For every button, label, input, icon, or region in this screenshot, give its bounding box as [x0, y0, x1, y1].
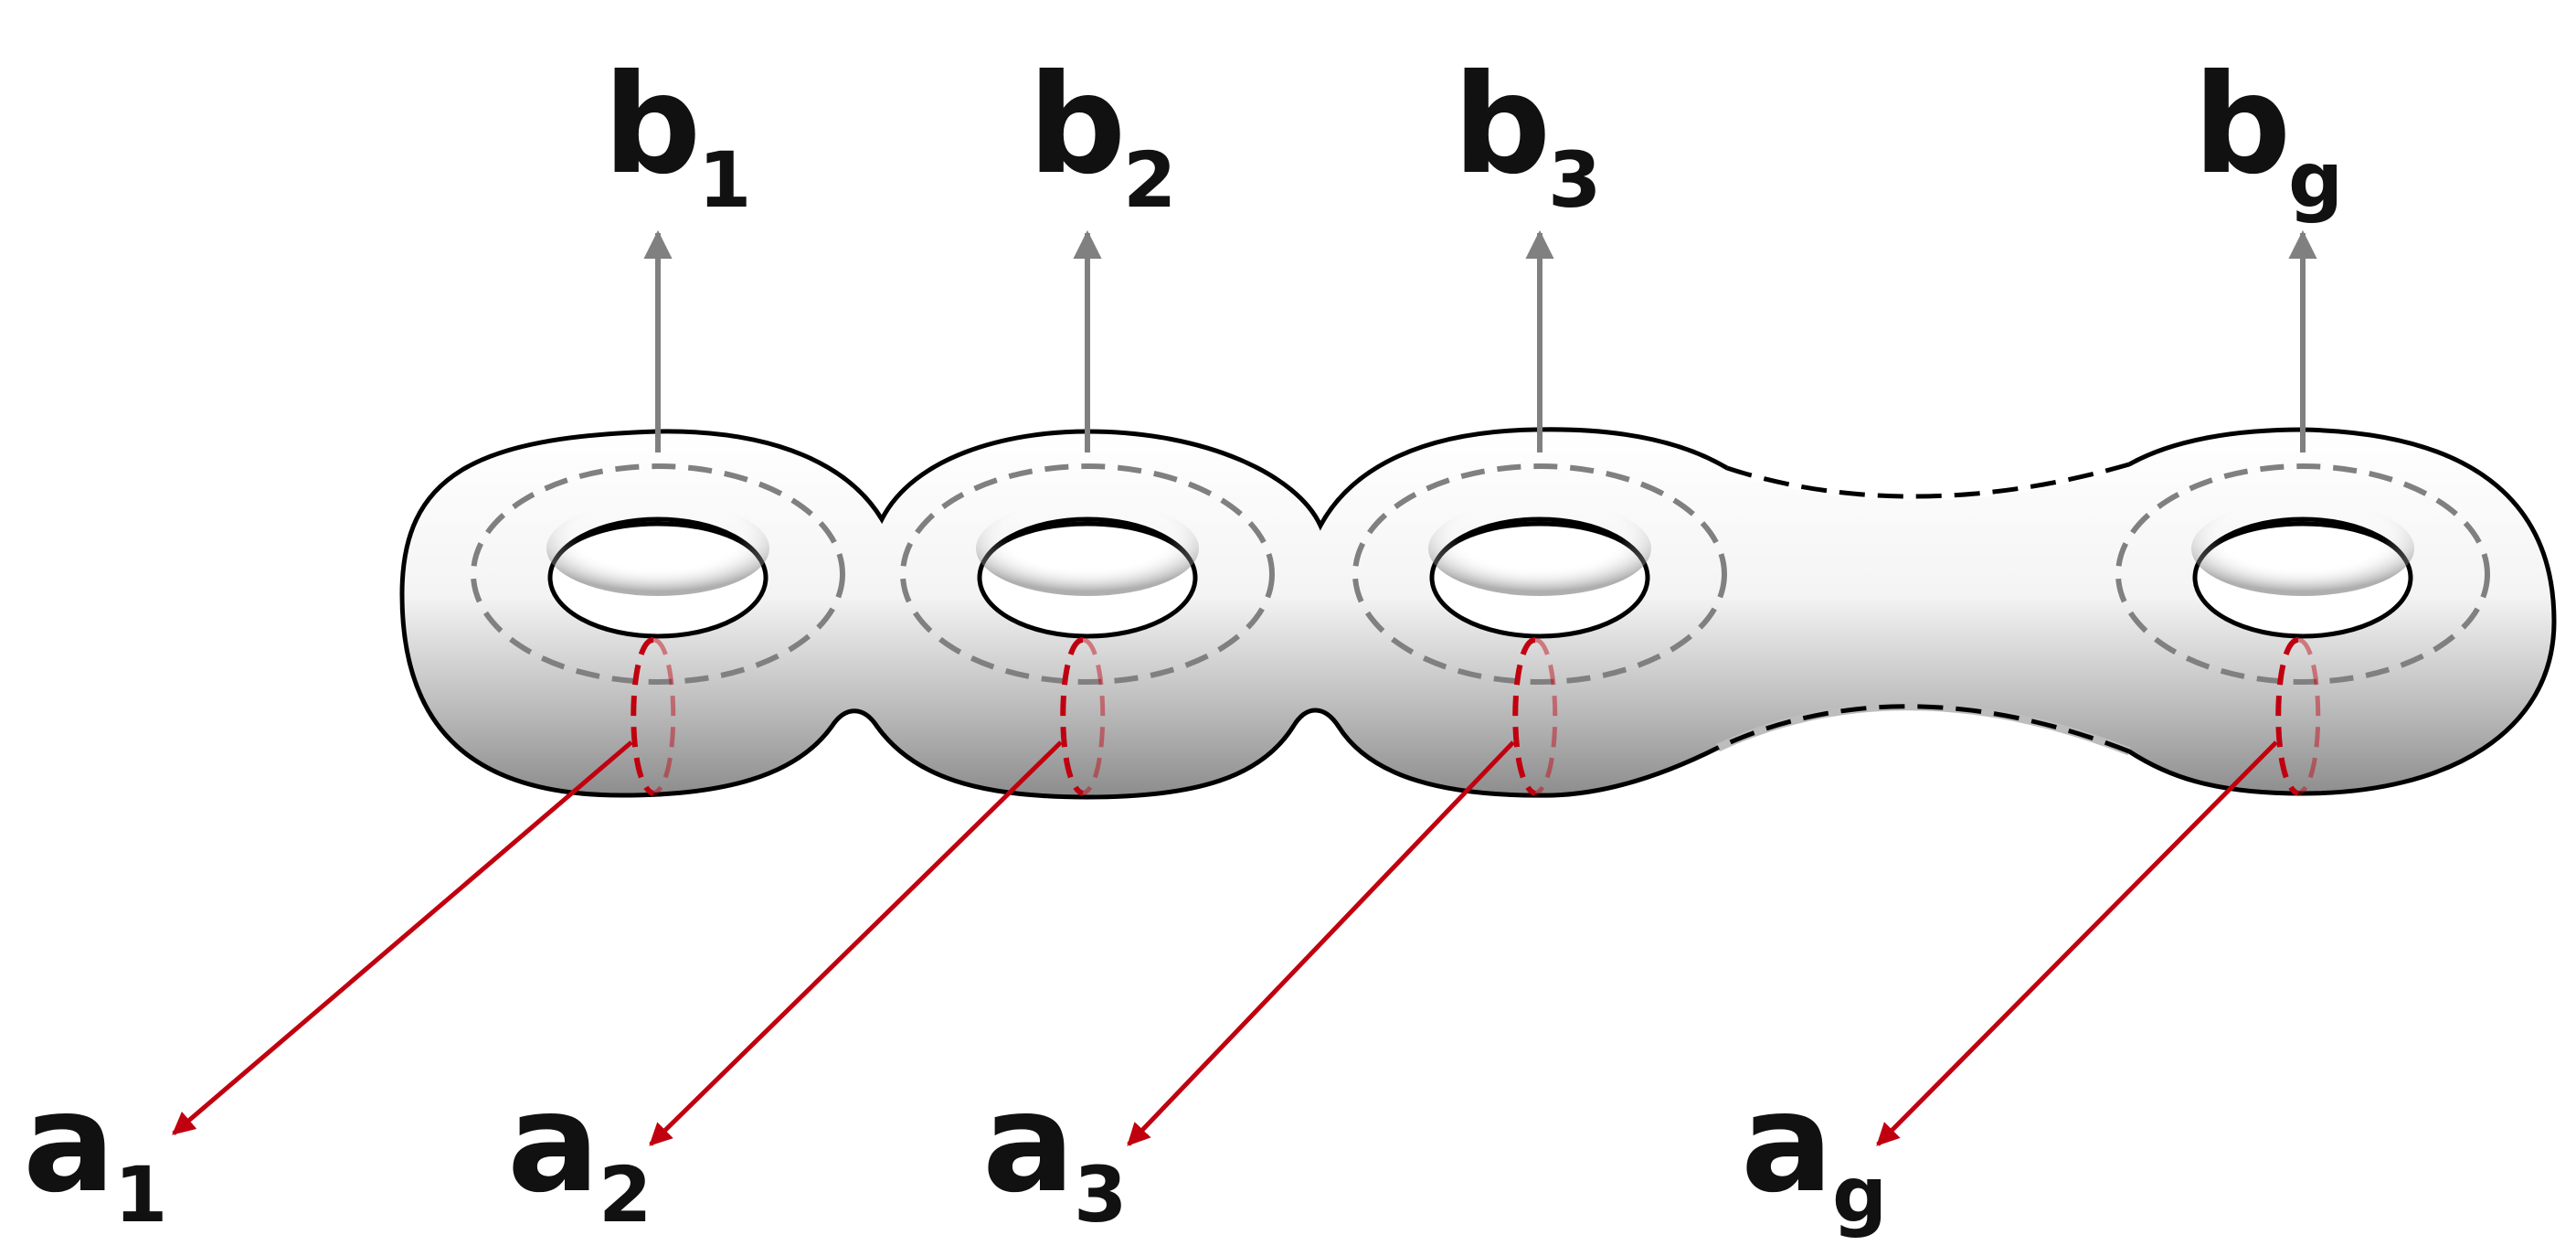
handle-3-b-subscript: 3 [1548, 135, 1601, 225]
handle-3-a-label: a [982, 1064, 1075, 1223]
b-cycles [471, 463, 2490, 685]
handle-2-b-cycle [900, 463, 1275, 685]
handle-3-a-arrow [1127, 740, 1515, 1146]
holes [546, 501, 2414, 639]
handle-1-b-subscript: 1 [698, 135, 751, 225]
arrows [172, 229, 2317, 1146]
handle-4-a-cycle-back [2296, 637, 2321, 796]
a-cycles [631, 637, 2321, 796]
handle-2-a-cycle-front [1060, 637, 1085, 796]
handle-4-a-label: a [1741, 1064, 1833, 1223]
handle-4-b-cycle [2115, 463, 2490, 685]
handle-1-a-label: a [23, 1064, 115, 1223]
handle-2-b-subscript: 2 [1123, 135, 1176, 225]
surface-elided-bottom-dash [1716, 704, 2130, 754]
handle-4-hole-shade [2191, 501, 2414, 596]
surface-elided-top-dash [1726, 462, 2130, 499]
handle-2-a-subscript: 2 [599, 1150, 652, 1240]
handle-3-a-subscript: 3 [1074, 1150, 1127, 1240]
handle-3-b-cycle [1352, 463, 1727, 685]
handle-1-a-subscript: 1 [114, 1150, 167, 1240]
handle-2-hole-shade [976, 501, 1199, 596]
handle-3-b-label: b [1453, 46, 1551, 205]
handle-4-b-subscript: g [2288, 135, 2343, 225]
handle-3-a-cycle-front [1512, 637, 1537, 796]
handle-1-b-label: b [603, 46, 701, 205]
handle-4-a-subscript: g [1832, 1150, 1887, 1240]
handle-1-a-cycle-front [631, 637, 655, 796]
handle-2-a-cycle-back [1081, 637, 1106, 796]
handle-3-hole-shade [1428, 501, 1651, 596]
handle-1-a-arrow [172, 740, 633, 1135]
handle-4-b-label: b [2193, 46, 2291, 205]
handle-1-b-cycle [471, 463, 845, 685]
handle-4-a-cycle-front [2275, 637, 2300, 796]
handle-2-a-label: a [507, 1064, 599, 1223]
handle-2-a-arrow [649, 740, 1063, 1146]
handle-3-a-cycle-back [1533, 637, 1558, 796]
handle-2-b-label: b [1028, 46, 1126, 205]
handle-1-hole-shade [546, 501, 769, 596]
handle-1-a-cycle-back [652, 637, 676, 796]
handle-4-a-arrow [1876, 740, 2278, 1146]
